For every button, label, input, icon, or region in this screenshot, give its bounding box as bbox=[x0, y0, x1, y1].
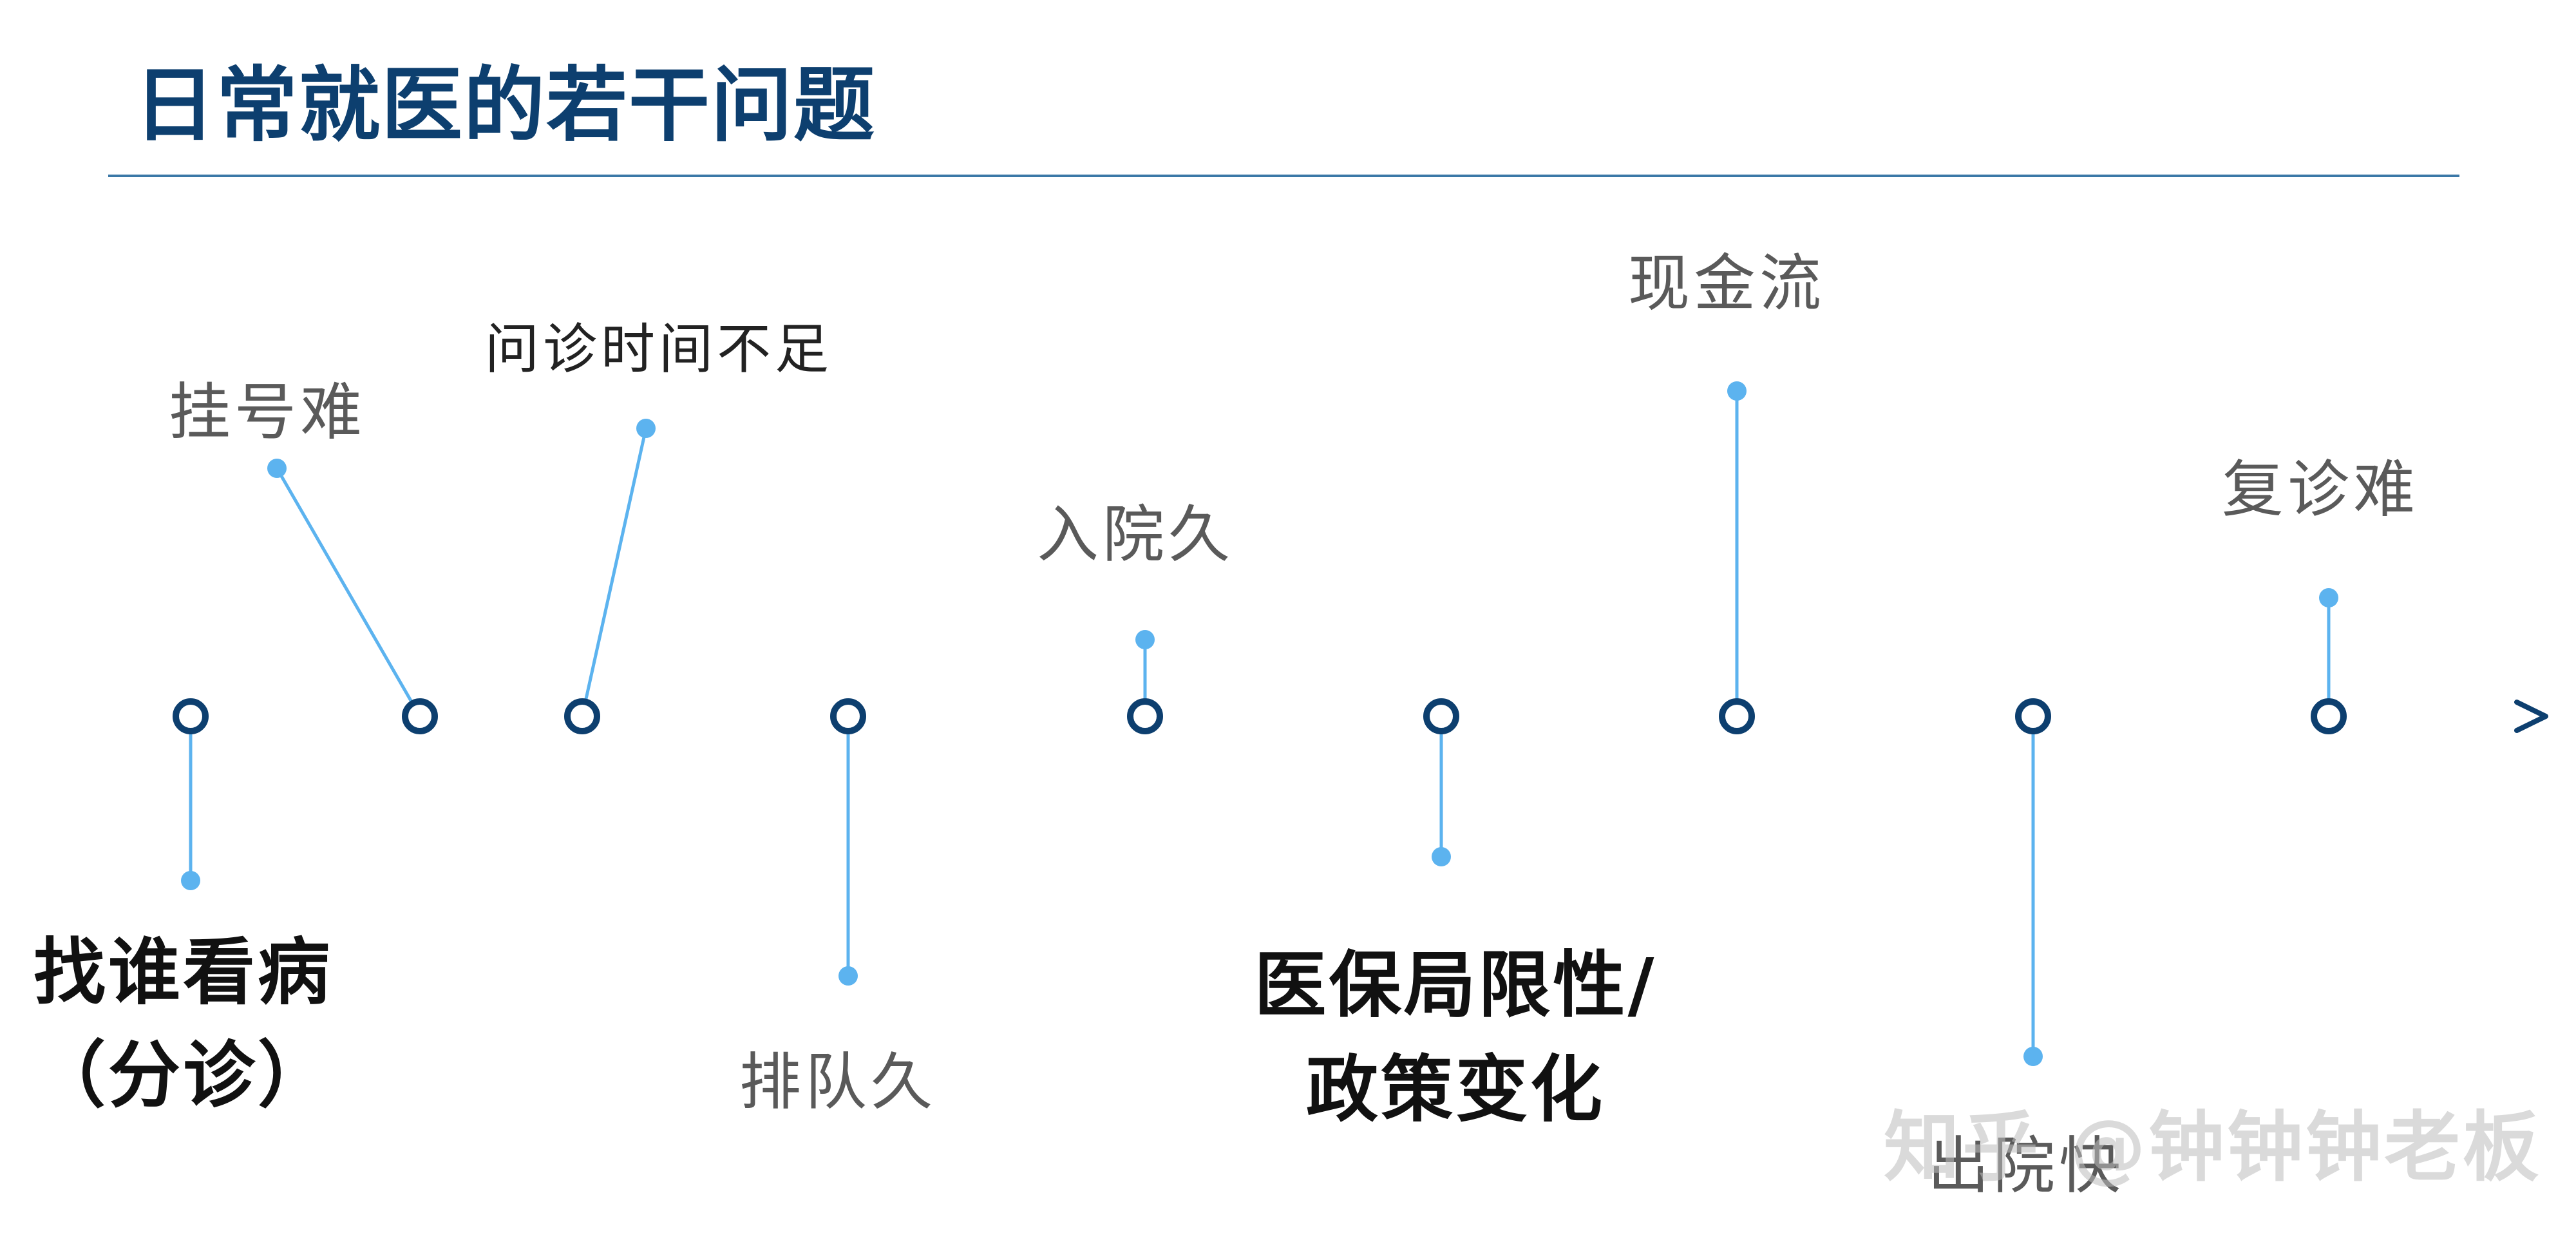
timeline-node-follow-up bbox=[2311, 698, 2347, 734]
event-label-insurance: 医保局限性/ 政策变化 bbox=[1224, 940, 1687, 1135]
timeline-node-insurance bbox=[1423, 698, 1459, 734]
label-line: 挂号难 bbox=[169, 376, 366, 448]
endpoint-dot-queue bbox=[838, 966, 858, 986]
endpoint-dot-discharge bbox=[2023, 1047, 2043, 1066]
event-label-admission: 入院久 bbox=[1037, 496, 1234, 573]
timeline-node-find-doctor bbox=[173, 698, 209, 734]
event-label-registration: 挂号难 bbox=[169, 374, 366, 451]
event-label-discharge: 出院快 bbox=[1927, 1127, 2125, 1205]
endpoint-dot-registration bbox=[267, 459, 287, 478]
label-line: 问诊时间不足 bbox=[485, 318, 833, 381]
label-line: （分诊） bbox=[33, 1034, 332, 1118]
event-label-find-doctor: 找谁看病 （分诊） bbox=[33, 928, 332, 1121]
endpoint-dot-insurance bbox=[1432, 847, 1451, 866]
label-line: 复诊难 bbox=[2222, 453, 2419, 526]
timeline-node-consult-time bbox=[564, 698, 600, 734]
endpoint-dot-cash-flow bbox=[1727, 381, 1747, 401]
axis-arrow-head bbox=[2514, 700, 2548, 733]
timeline-node-registration bbox=[402, 698, 438, 734]
label-line: 医保局限性/ bbox=[1254, 944, 1657, 1027]
event-label-follow-up: 复诊难 bbox=[2222, 451, 2419, 528]
title-divider bbox=[108, 175, 2459, 177]
endpoint-dot-admission bbox=[1135, 630, 1155, 649]
timeline-node-discharge bbox=[2015, 698, 2051, 734]
timeline-node-queue bbox=[830, 698, 866, 734]
timeline-node-cash-flow bbox=[1719, 698, 1755, 734]
event-label-queue: 排队久 bbox=[739, 1044, 936, 1121]
label-line: 现金流 bbox=[1628, 247, 1825, 320]
endpoint-dot-consult-time bbox=[636, 419, 656, 438]
endpoint-dot-find-doctor bbox=[181, 871, 200, 890]
label-line: 找谁看病 bbox=[33, 931, 332, 1015]
label-line: 出院快 bbox=[1927, 1130, 2125, 1202]
timeline-node-admission bbox=[1127, 698, 1163, 734]
label-line: 政策变化 bbox=[1306, 1048, 1605, 1132]
watermark: 知乎 @钟钟钟老板 bbox=[1884, 1103, 2542, 1192]
label-line: 入院久 bbox=[1037, 499, 1234, 571]
page-title: 日常就医的若干问题 bbox=[134, 58, 876, 153]
label-line: 排队久 bbox=[739, 1046, 936, 1118]
connector-line-registration bbox=[275, 467, 422, 718]
endpoint-dot-follow-up bbox=[2319, 588, 2338, 607]
event-label-consult-time: 问诊时间不足 bbox=[485, 316, 833, 383]
event-label-cash-flow: 现金流 bbox=[1628, 245, 1825, 322]
connector-line-consult-time bbox=[580, 428, 648, 717]
